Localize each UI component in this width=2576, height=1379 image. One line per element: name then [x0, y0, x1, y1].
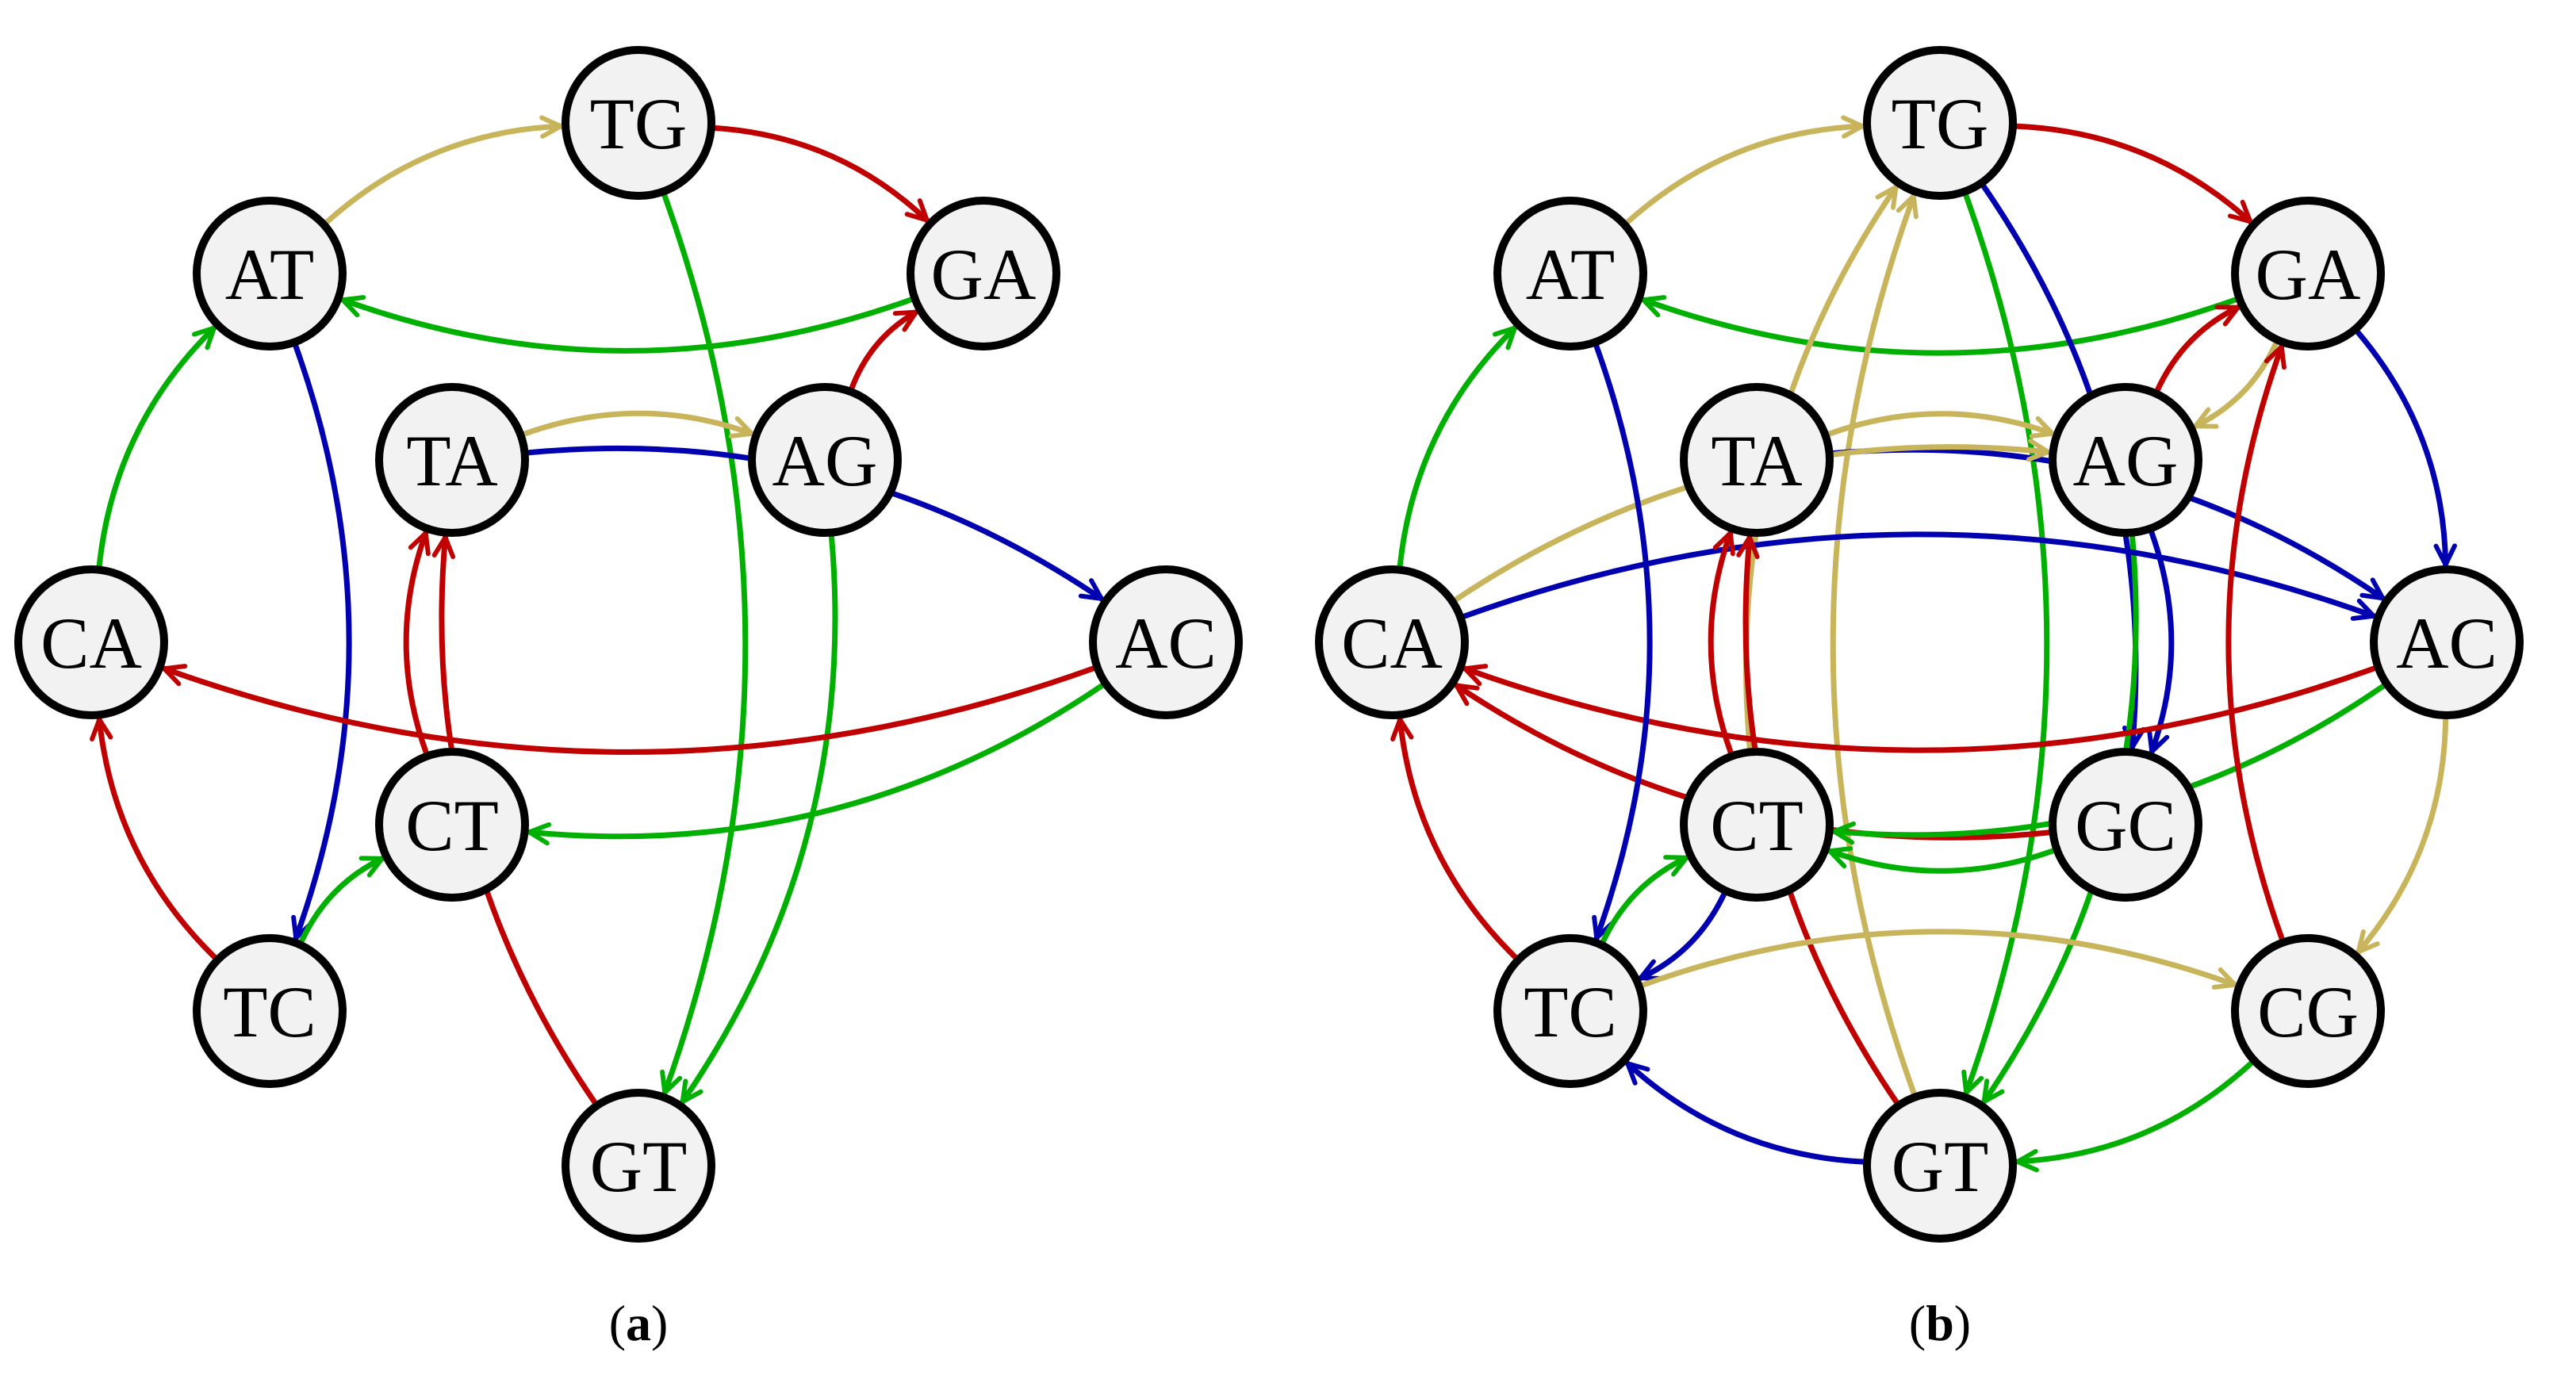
node-label-GT: GT: [590, 1126, 688, 1207]
node-GA: [907, 197, 1060, 350]
edge-AC-CA: [1462, 664, 2379, 753]
node-CT: [1680, 748, 1834, 902]
graph-a-caption: (a): [609, 1295, 669, 1351]
edge-TA-AG: [1825, 411, 2056, 439]
edge-TG-GT: [660, 191, 749, 1096]
node-AC: [1089, 565, 1243, 719]
node-label-AG: AG: [2073, 420, 2179, 501]
node-TG: [562, 46, 715, 200]
node-CA: [14, 565, 168, 719]
node-label-CA: CA: [40, 603, 142, 684]
node-label-TG: TG: [590, 83, 688, 164]
edge-CT-TA: [403, 530, 431, 757]
edge-CG-GT: [2014, 1059, 2255, 1173]
edge-CA-AT: [1397, 325, 1518, 570]
edge-AT-TC: [291, 342, 352, 941]
edge-GA-AT: [339, 295, 915, 354]
node-label-GC: GC: [2075, 785, 2176, 866]
node-label-TA: TA: [406, 420, 497, 501]
graph-b: TG AT GA TA AG CA AC CT GC TC CG GT (b): [1315, 46, 2524, 1351]
node-label-CT: CT: [405, 785, 499, 866]
edge-TC-CA: [1390, 716, 1519, 961]
node-CG: [2231, 934, 2385, 1088]
edge-AG-GA: [849, 309, 919, 392]
node-TG: [1863, 46, 2017, 200]
node-label-AC: AC: [2396, 603, 2497, 684]
edge-AC-CG: [2356, 715, 2449, 955]
node-label-TG: TG: [1892, 83, 1989, 164]
node-AG: [2049, 383, 2202, 537]
node-GA: [2231, 197, 2385, 350]
node-label-CT: CT: [1710, 785, 1804, 866]
node-label-AT: AT: [1526, 234, 1615, 315]
node-label-AG: AG: [772, 420, 878, 501]
edge-GA-AC: [2354, 328, 2457, 568]
edge-CA-AT: [96, 325, 217, 570]
node-label-CA: CA: [1341, 603, 1443, 684]
graph-b-edges: [1390, 115, 2457, 1173]
node-label-GA: GA: [931, 234, 1037, 315]
node-GC: [2049, 748, 2202, 902]
edge-TG-GA: [711, 124, 930, 224]
node-CA: [1315, 565, 1469, 719]
edge-TC-CA: [90, 716, 218, 961]
node-AC: [2370, 565, 2524, 719]
node-CT: [375, 748, 529, 902]
node-label-TA: TA: [1711, 420, 1802, 501]
edge-AC-CA: [161, 664, 1098, 755]
edge-CA-AC: [1460, 531, 2377, 621]
graph-b-nodes: TG AT GA TA AG CA AC CT GC TC CG GT: [1315, 46, 2524, 1243]
edge-CT-TA: [1708, 530, 1735, 757]
node-label-CG: CG: [2257, 971, 2359, 1052]
node-GT: [1863, 1089, 2017, 1243]
edge-TC-CG: [1639, 929, 2238, 990]
edge-TC-CT: [298, 856, 385, 945]
edge-TC-CT: [1600, 855, 1689, 945]
node-label-GA: GA: [2256, 234, 2361, 315]
node-label-AT: AT: [225, 234, 314, 315]
edge-AG-GA: [2154, 305, 2241, 394]
node-label-TC: TC: [1524, 971, 1617, 1052]
node-TC: [193, 934, 347, 1088]
edge-AG-GT: [680, 533, 838, 1105]
edge-CG-GA: [2225, 343, 2287, 943]
edge-GT-TC: [1624, 1060, 1867, 1165]
node-TA: [375, 383, 529, 537]
node-AT: [1493, 197, 1647, 350]
graph-b-caption: (b): [1909, 1295, 1971, 1351]
graph-a-nodes: TG AT GA TA AG CA AC CT TC GT: [14, 46, 1243, 1243]
node-label-AC: AC: [1115, 603, 1217, 684]
graph-a: TG AT GA TA AG CA AC CT TC GT (a): [14, 46, 1243, 1351]
edge-TA-AG: [520, 410, 755, 439]
edge-GT-TG: [1830, 193, 1919, 1097]
node-TA: [1680, 383, 1834, 537]
node-label-GT: GT: [1892, 1126, 1989, 1207]
node-AT: [193, 197, 347, 350]
node-GT: [562, 1089, 715, 1243]
node-label-TC: TC: [223, 971, 316, 1052]
edge-TG-GA: [2013, 123, 2253, 224]
edge-GA-AT: [1640, 295, 2240, 356]
node-TC: [1493, 934, 1647, 1088]
edge-TG-GT: [1961, 191, 2050, 1096]
edge-AT-TC: [1592, 342, 1653, 941]
edge-CT-TC: [1638, 891, 1727, 981]
edge-AC-CT: [527, 682, 1106, 846]
edge-AG-GC: [2147, 528, 2175, 755]
edge-AT-TG: [1623, 115, 1865, 226]
node-AG: [748, 383, 902, 537]
edge-GC-CT: [1827, 846, 2057, 874]
edge-AT-TG: [323, 115, 564, 226]
edge-GA-AG: [2192, 339, 2279, 429]
